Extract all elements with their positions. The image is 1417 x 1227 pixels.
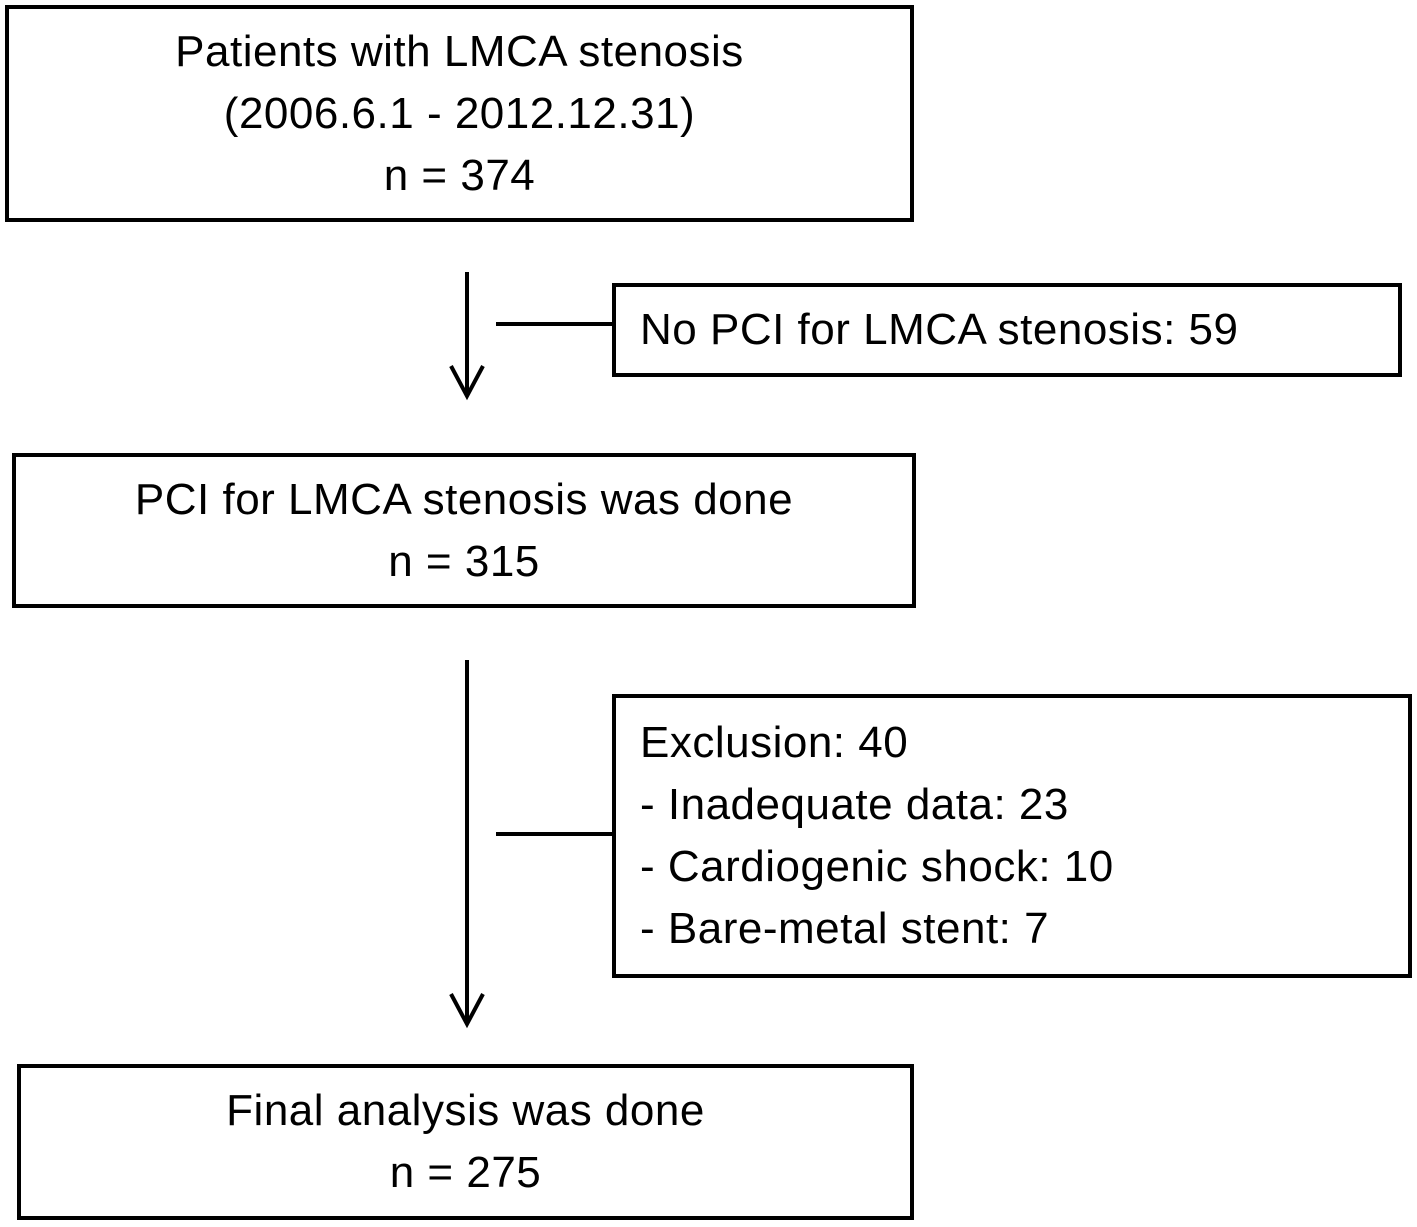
exclusion-bare-metal-stent: - Bare-metal stent: 7 (640, 904, 1050, 953)
arrow-2-shaft (465, 660, 469, 1022)
patients-title: Patients with LMCA stenosis (175, 26, 744, 76)
arrow-2-head (449, 993, 485, 1029)
exclusion-cardiogenic-shock: - Cardiogenic shock: 10 (640, 842, 1114, 891)
final-box: Final analysis was done n = 275 (17, 1064, 914, 1220)
no-pci-text: No PCI for LMCA stenosis: 59 (640, 305, 1239, 354)
exclusion-box: Exclusion: 40 - Inadequate data: 23 - Ca… (612, 694, 1412, 978)
patients-date-range: (2006.6.1 - 2012.12.31) (223, 88, 696, 138)
no-pci-box: No PCI for LMCA stenosis: 59 (612, 283, 1402, 377)
exclusion-total: Exclusion: 40 (640, 718, 909, 767)
arrow-1-shaft (465, 272, 469, 394)
final-title: Final analysis was done (226, 1086, 705, 1135)
patients-count: n = 374 (383, 150, 536, 200)
connector-no-pci (496, 322, 616, 326)
pci-done-box: PCI for LMCA stenosis was done n = 315 (12, 453, 916, 608)
patients-box: Patients with LMCA stenosis (2006.6.1 - … (5, 5, 914, 222)
arrow-1-head (449, 365, 485, 401)
exclusion-inadequate-data: - Inadequate data: 23 (640, 780, 1069, 829)
final-count: n = 275 (389, 1148, 542, 1197)
connector-exclusion (496, 832, 616, 836)
pci-done-count: n = 315 (388, 536, 540, 586)
pci-done-title: PCI for LMCA stenosis was done (134, 474, 794, 524)
